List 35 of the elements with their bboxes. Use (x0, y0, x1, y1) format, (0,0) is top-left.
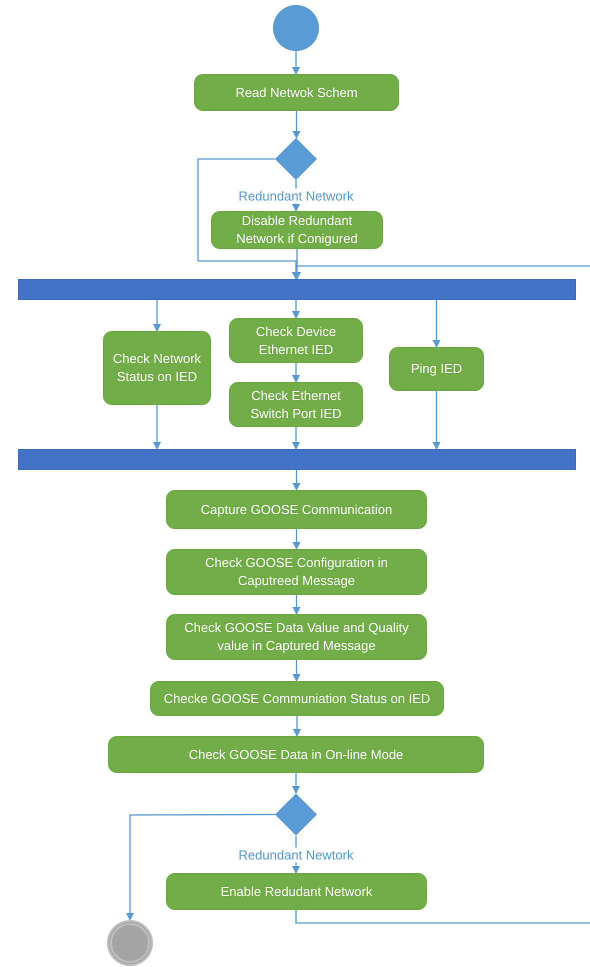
activity-box: Enable Redudant Network (166, 873, 427, 910)
edge-label: Redundant Network (236, 188, 356, 203)
arrow (292, 595, 300, 615)
decision-diamond (275, 138, 317, 180)
arrow (292, 363, 300, 383)
activity-box: Check GOOSE Data in On-line Mode (108, 736, 484, 773)
activity-box: Capture GOOSE Communication (166, 490, 427, 529)
arrow (292, 470, 300, 491)
arrow (126, 814, 275, 921)
arrow (292, 427, 300, 450)
sync-bar (18, 449, 576, 470)
activity-box: Check GOOSE Data Value and Quality value in Captured Message (166, 614, 427, 660)
arrow (432, 300, 440, 348)
arrow (293, 716, 301, 737)
arrow (292, 300, 300, 319)
decision-diamond (275, 793, 317, 836)
edge-label: Redundant Newtork (236, 847, 356, 862)
arrow (292, 773, 300, 794)
activity-box: Read Netwok Schem (194, 74, 399, 111)
arrow (292, 265, 590, 280)
arrow (153, 405, 161, 450)
activity-box: Check Network Status on IED (103, 331, 211, 405)
arrow (292, 660, 300, 682)
arrow (292, 111, 300, 139)
activity-box: Disable Redundant Network if Conigured (211, 211, 383, 249)
activity-box: Check GOOSE Configuration in Caputreed Message (166, 549, 427, 595)
arrow (153, 300, 161, 332)
activity-box: Check Ethernet Switch Port IED (229, 382, 363, 427)
arrow (432, 391, 440, 450)
arrow (292, 51, 300, 75)
activity-box: Check Device Ethernet IED (229, 318, 363, 363)
arrow (292, 529, 300, 550)
activity-box: Ping IED (389, 347, 484, 391)
sync-bar (18, 279, 576, 300)
activity-box: Checke GOOSE Communiation Status on IED (150, 681, 444, 716)
